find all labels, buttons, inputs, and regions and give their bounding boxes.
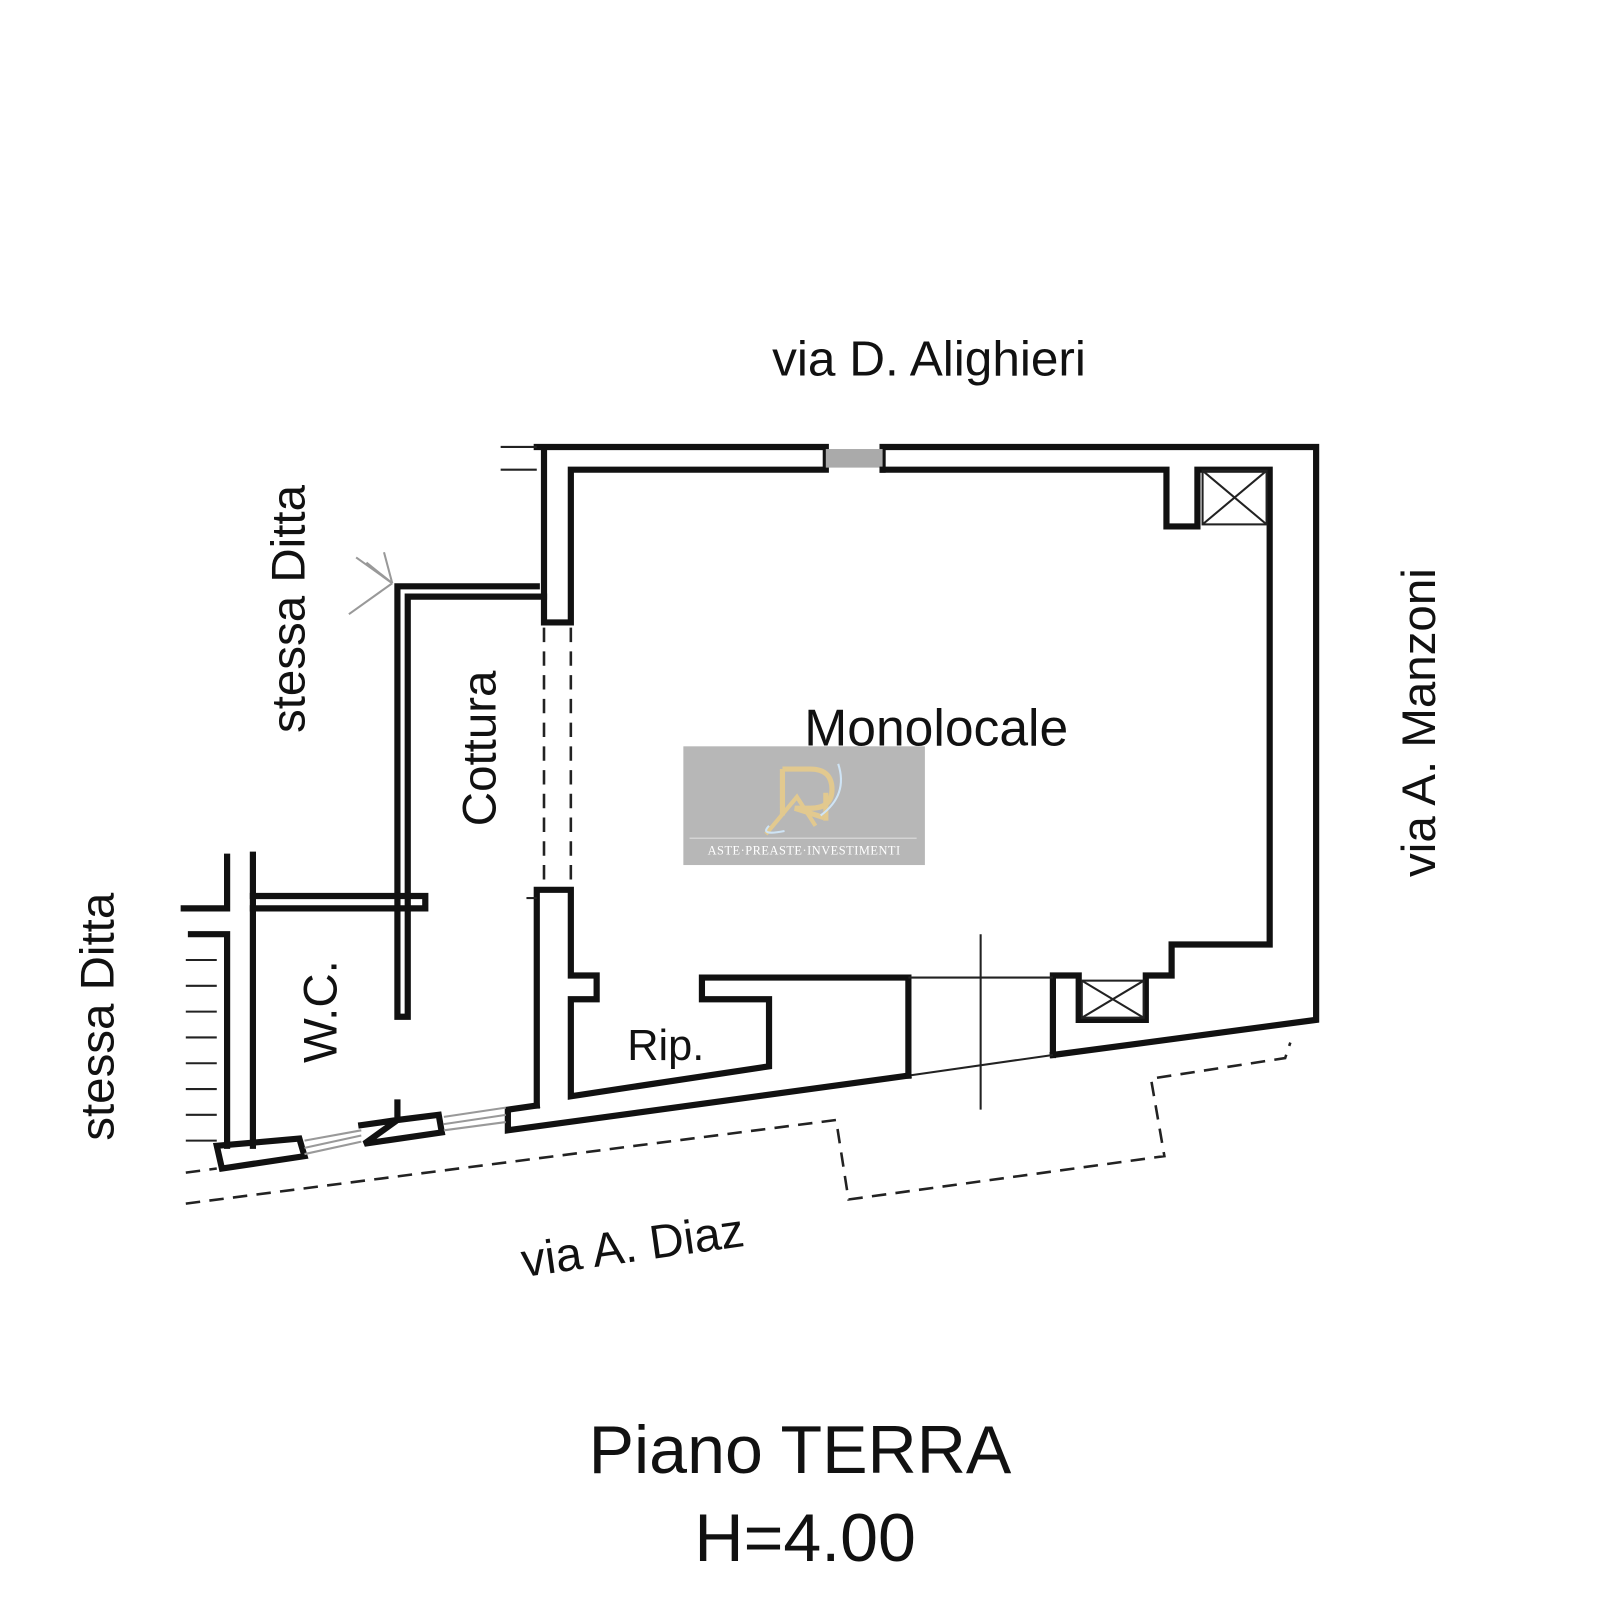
neighbor-lower-left-label: stessa Ditta — [72, 892, 125, 1141]
vent-shaft — [1080, 979, 1145, 1019]
street-bottom-label: via A. Diaz — [518, 1204, 747, 1288]
dashed-lines — [185, 627, 1292, 1205]
vent-shaft — [1201, 469, 1268, 526]
wc-label: W.C. — [295, 960, 348, 1063]
street-right-label: via A. Manzoni — [1393, 568, 1446, 877]
floor-title: Piano TERRA — [589, 1412, 1012, 1488]
window — [825, 449, 883, 468]
floor-height: H=4.00 — [694, 1500, 916, 1576]
neighbor-upper-left-label: stessa Ditta — [263, 484, 316, 733]
street-top-label: via D. Alighieri — [772, 332, 1086, 387]
kitchen-label: Cottura — [453, 670, 506, 826]
storage-label: Rip. — [627, 1022, 704, 1070]
walls — [180, 443, 1320, 1173]
svg-text:ASTE·PREASTE·INVESTIMENTI: ASTE·PREASTE·INVESTIMENTI — [708, 844, 901, 858]
watermark-logo: ASTE·PREASTE·INVESTIMENTI — [683, 746, 925, 866]
